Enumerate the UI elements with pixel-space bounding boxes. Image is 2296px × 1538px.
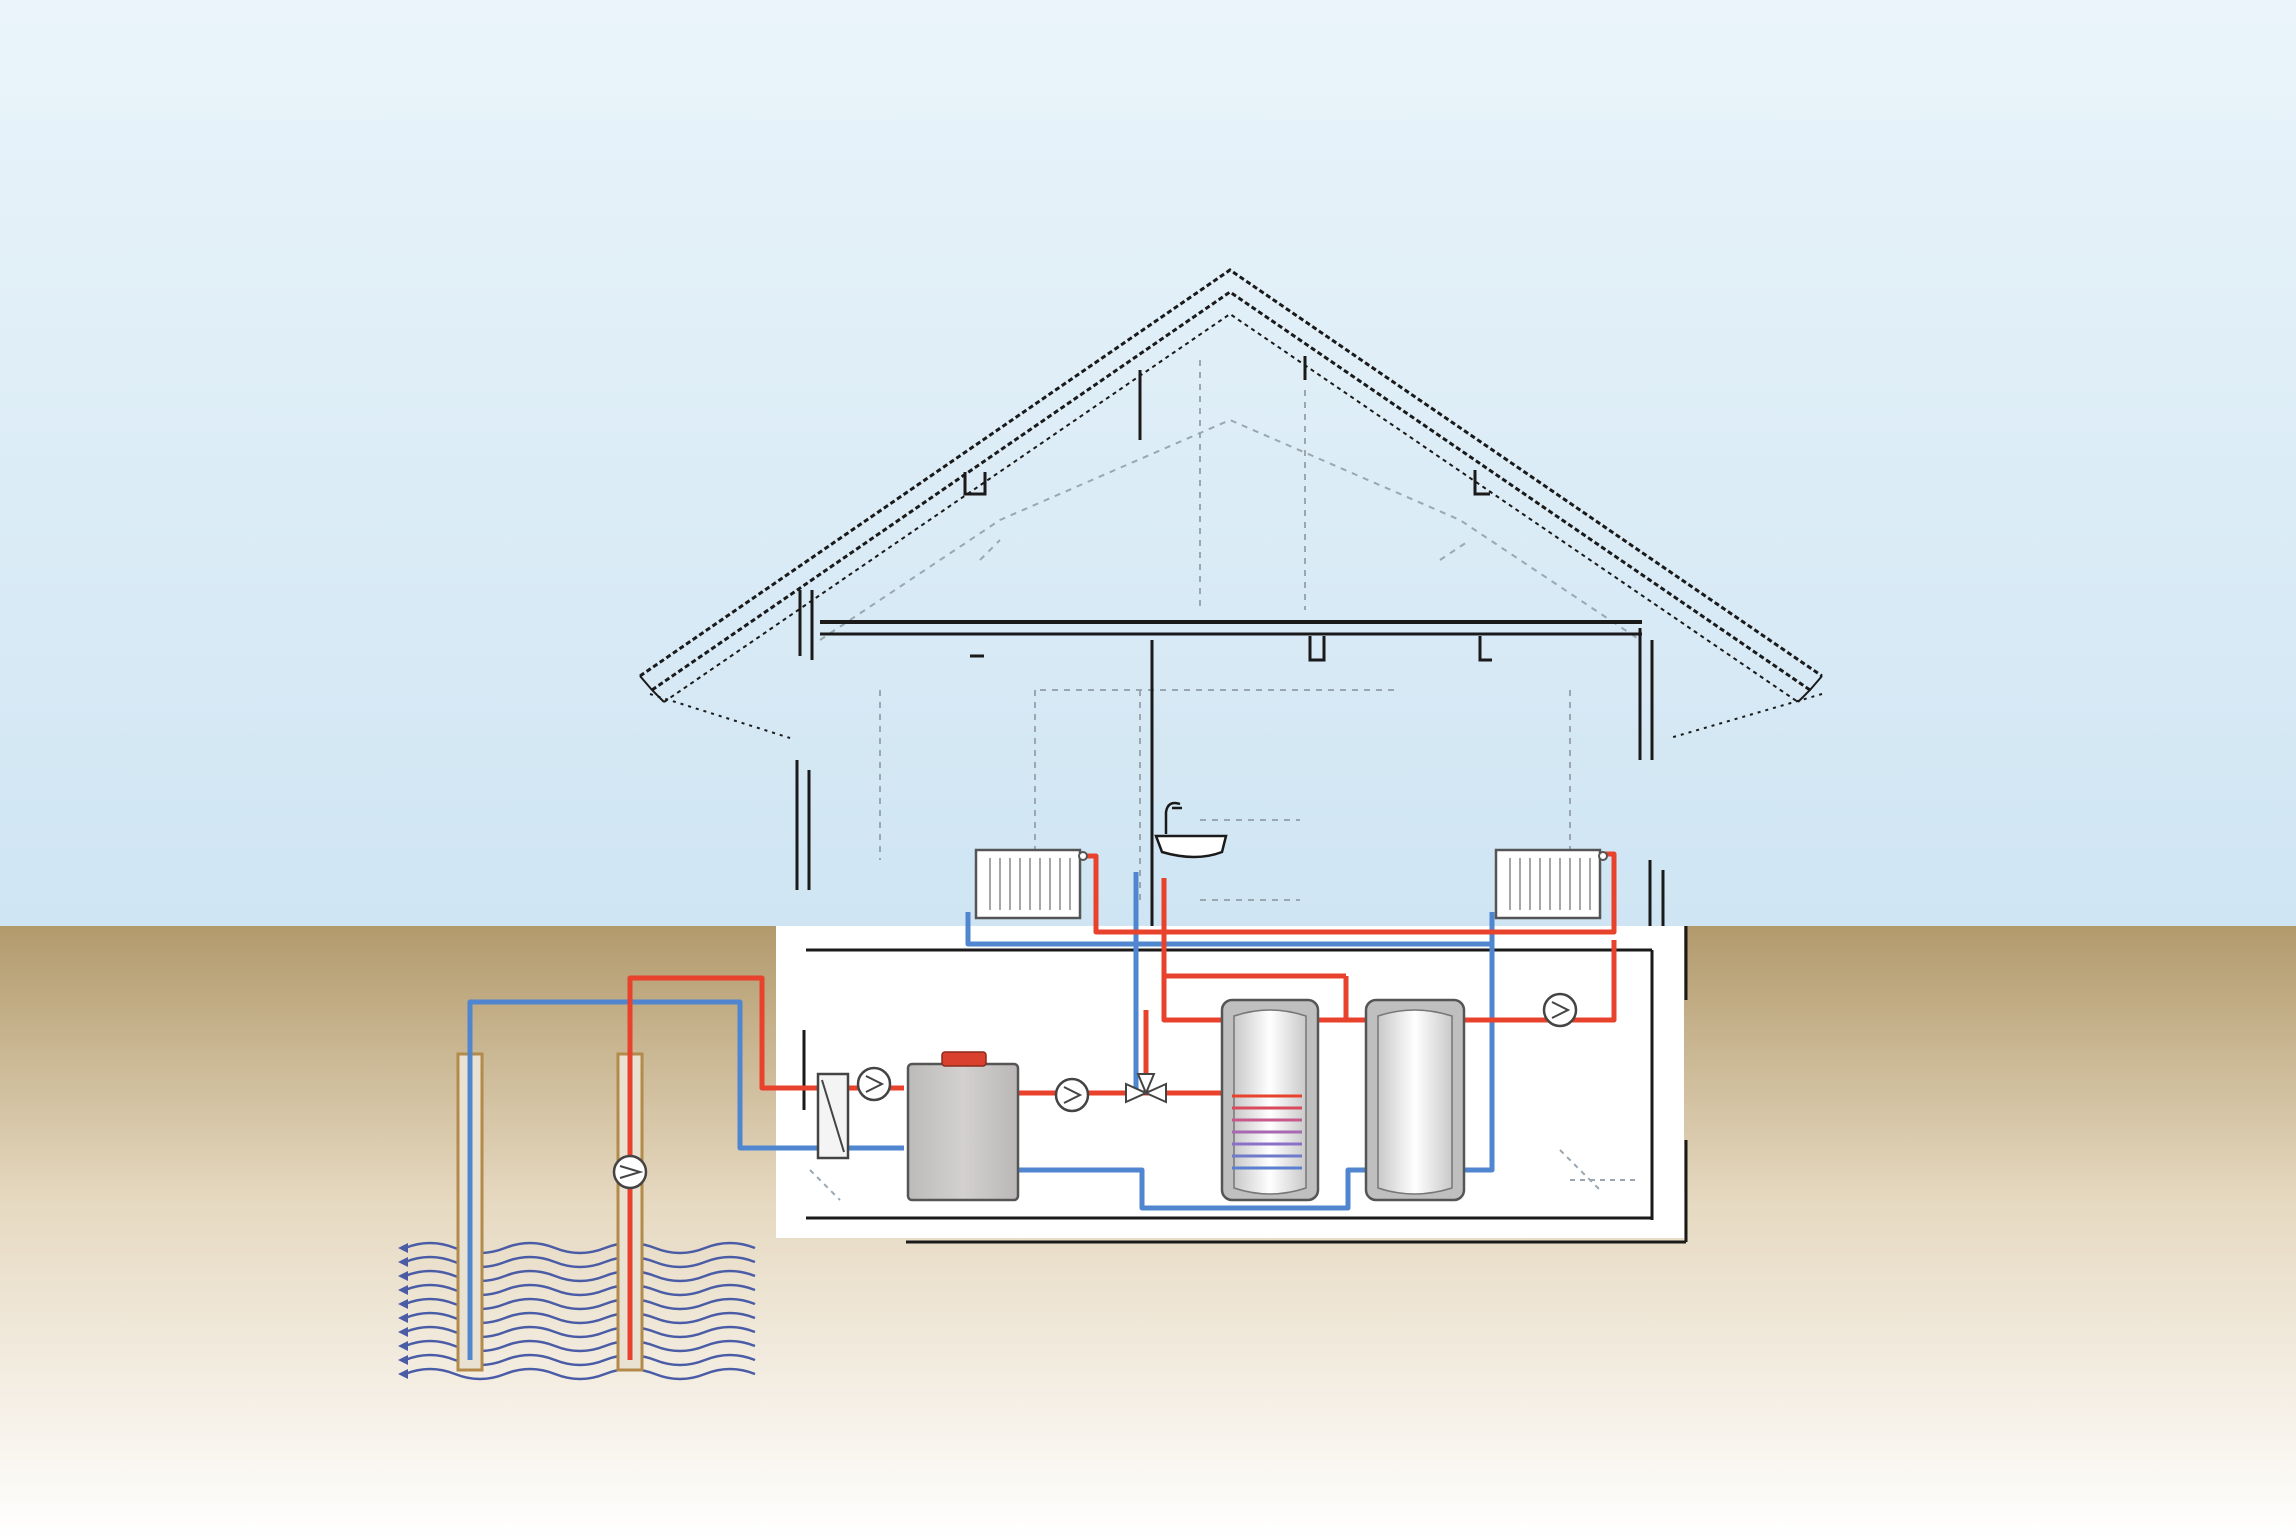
heating-circulation-pump xyxy=(1542,992,1578,1028)
buffer-tank xyxy=(1364,998,1466,1202)
house-interior-sketch xyxy=(819,360,1641,901)
groundwater-flow-arrows xyxy=(398,1243,408,1379)
heat-pump-unit xyxy=(906,1051,1020,1202)
three-way-valve xyxy=(1125,1073,1167,1104)
roof xyxy=(639,268,1823,739)
attic-floor xyxy=(820,356,1642,662)
plate-heat-exchanger xyxy=(816,1072,850,1160)
return-pipes xyxy=(467,872,1495,1360)
submersible-well-pump xyxy=(612,1154,648,1190)
radiator-left xyxy=(974,848,1088,920)
hot-water-tank-with-coil xyxy=(1220,998,1320,1202)
source-circulation-pump xyxy=(856,1066,892,1102)
heat-pump-circulation-pump xyxy=(1054,1077,1090,1113)
radiator-right xyxy=(1494,848,1608,920)
sky xyxy=(0,0,2296,926)
wash-basin-with-tap xyxy=(1154,801,1228,859)
